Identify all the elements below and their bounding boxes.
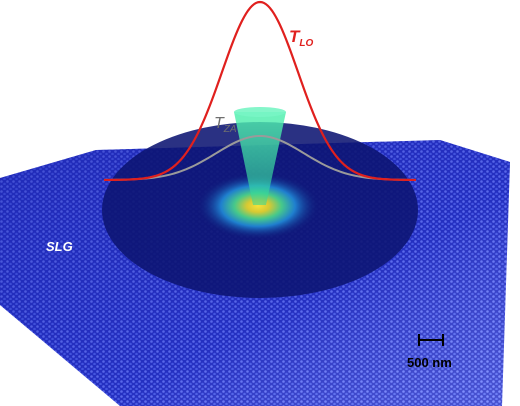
laser-beam-top: [234, 107, 286, 117]
t-za-label-sub: ZA: [223, 124, 237, 135]
t-lo-curve: [103, 0, 417, 182]
scale-bar-label: 500 nm: [407, 355, 452, 370]
scale-bar: [418, 334, 444, 346]
t-lo-label: TLO: [289, 27, 313, 49]
laser-beam: [234, 112, 286, 205]
t-za-label: TZA: [214, 115, 237, 135]
t-za-curve: [103, 134, 417, 181]
hotspot: [196, 172, 320, 240]
t-za-label-main: T: [214, 115, 224, 132]
slg-label: SLG: [46, 239, 73, 254]
t-lo-label-main: T: [289, 27, 300, 46]
t-lo-label-sub: LO: [299, 38, 314, 49]
